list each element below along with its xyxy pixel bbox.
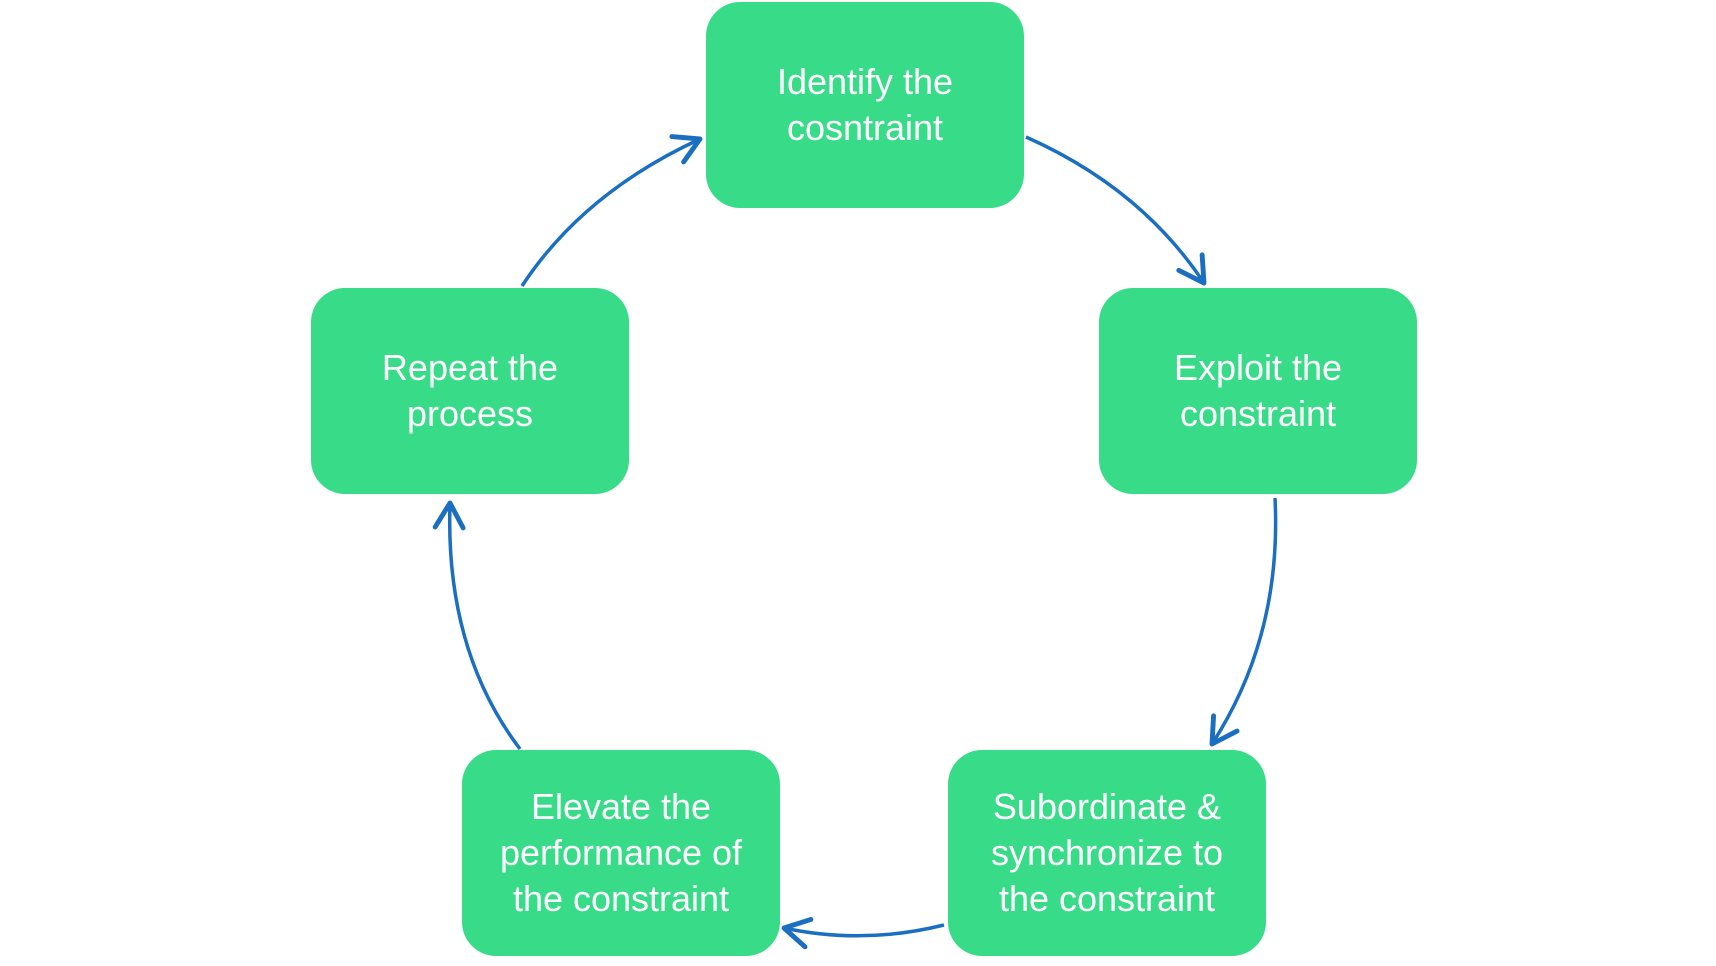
step-identify-box: Identify the cosntraint — [706, 2, 1024, 208]
step-elevate-label: Elevate the performance of the constrain… — [499, 786, 743, 919]
arrow-repeat-to-identify — [520, 134, 703, 287]
step-exploit-box: Exploit the constraint — [1099, 288, 1417, 494]
step-subordinate-label: Subordinate & synchronize to the constra… — [990, 786, 1224, 919]
arrow-exploit-to-subordinate — [1209, 497, 1278, 747]
arrow-subordinate-to-elevate — [781, 917, 945, 950]
arrow-identify-to-exploit — [1025, 135, 1207, 286]
step-exploit-label: Exploit the constraint — [1173, 347, 1343, 434]
step-identify-label: Identify the cosntraint — [776, 61, 954, 148]
step-subordinate-box: Subordinate & synchronize to the constra… — [948, 750, 1266, 956]
step-repeat-box: Repeat the process — [311, 288, 629, 494]
arrow-elevate-to-repeat — [432, 500, 522, 751]
step-repeat-label: Repeat the process — [381, 347, 559, 434]
step-elevate-box: Elevate the performance of the constrain… — [462, 750, 780, 956]
